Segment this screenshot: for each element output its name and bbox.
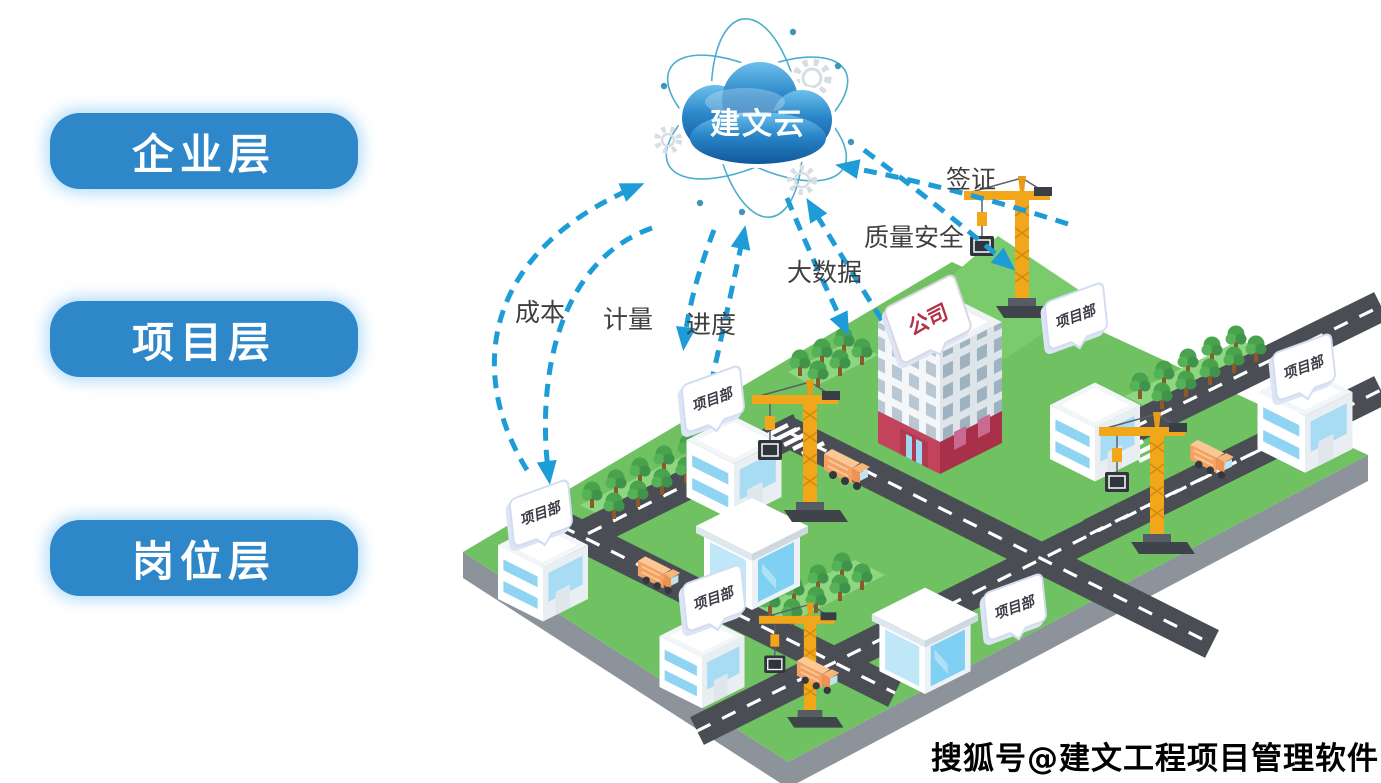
- arrow-cost-up: [491, 183, 645, 472]
- flow-label-cost: 成本: [515, 298, 566, 327]
- cloud-label: 建文云: [710, 107, 806, 142]
- arrow-visa-down: [862, 147, 1016, 271]
- layer-button-project[interactable]: 项目层: [50, 301, 358, 377]
- watermark-text: 搜狐号@建文工程项目管理软件: [931, 741, 1379, 777]
- data-flow-arrows: [491, 147, 1069, 485]
- cloud-group: 建文云: [654, 17, 855, 219]
- flow-label-measure: 计量: [603, 305, 654, 334]
- arrow-measure-down: [536, 225, 653, 485]
- flow-label-progress: 进度: [686, 310, 737, 339]
- arrow-up-mid: [703, 225, 751, 407]
- flow-label-visa: 签证: [946, 165, 997, 194]
- gear-icon: [654, 126, 682, 154]
- layer-button-enterprise[interactable]: 企业层: [50, 113, 358, 189]
- cloud-icon: 建文云: [678, 58, 836, 168]
- arrow-up-far: [835, 159, 1069, 227]
- arrow-up-right: [806, 198, 885, 322]
- flow-label-bigdata: 大数据: [787, 258, 863, 287]
- gear-icon: [787, 165, 817, 195]
- layer-button-position[interactable]: 岗位层: [50, 520, 358, 596]
- arrow-bigdata-down: [784, 197, 850, 337]
- flow-label-quality: 质量安全: [864, 223, 965, 252]
